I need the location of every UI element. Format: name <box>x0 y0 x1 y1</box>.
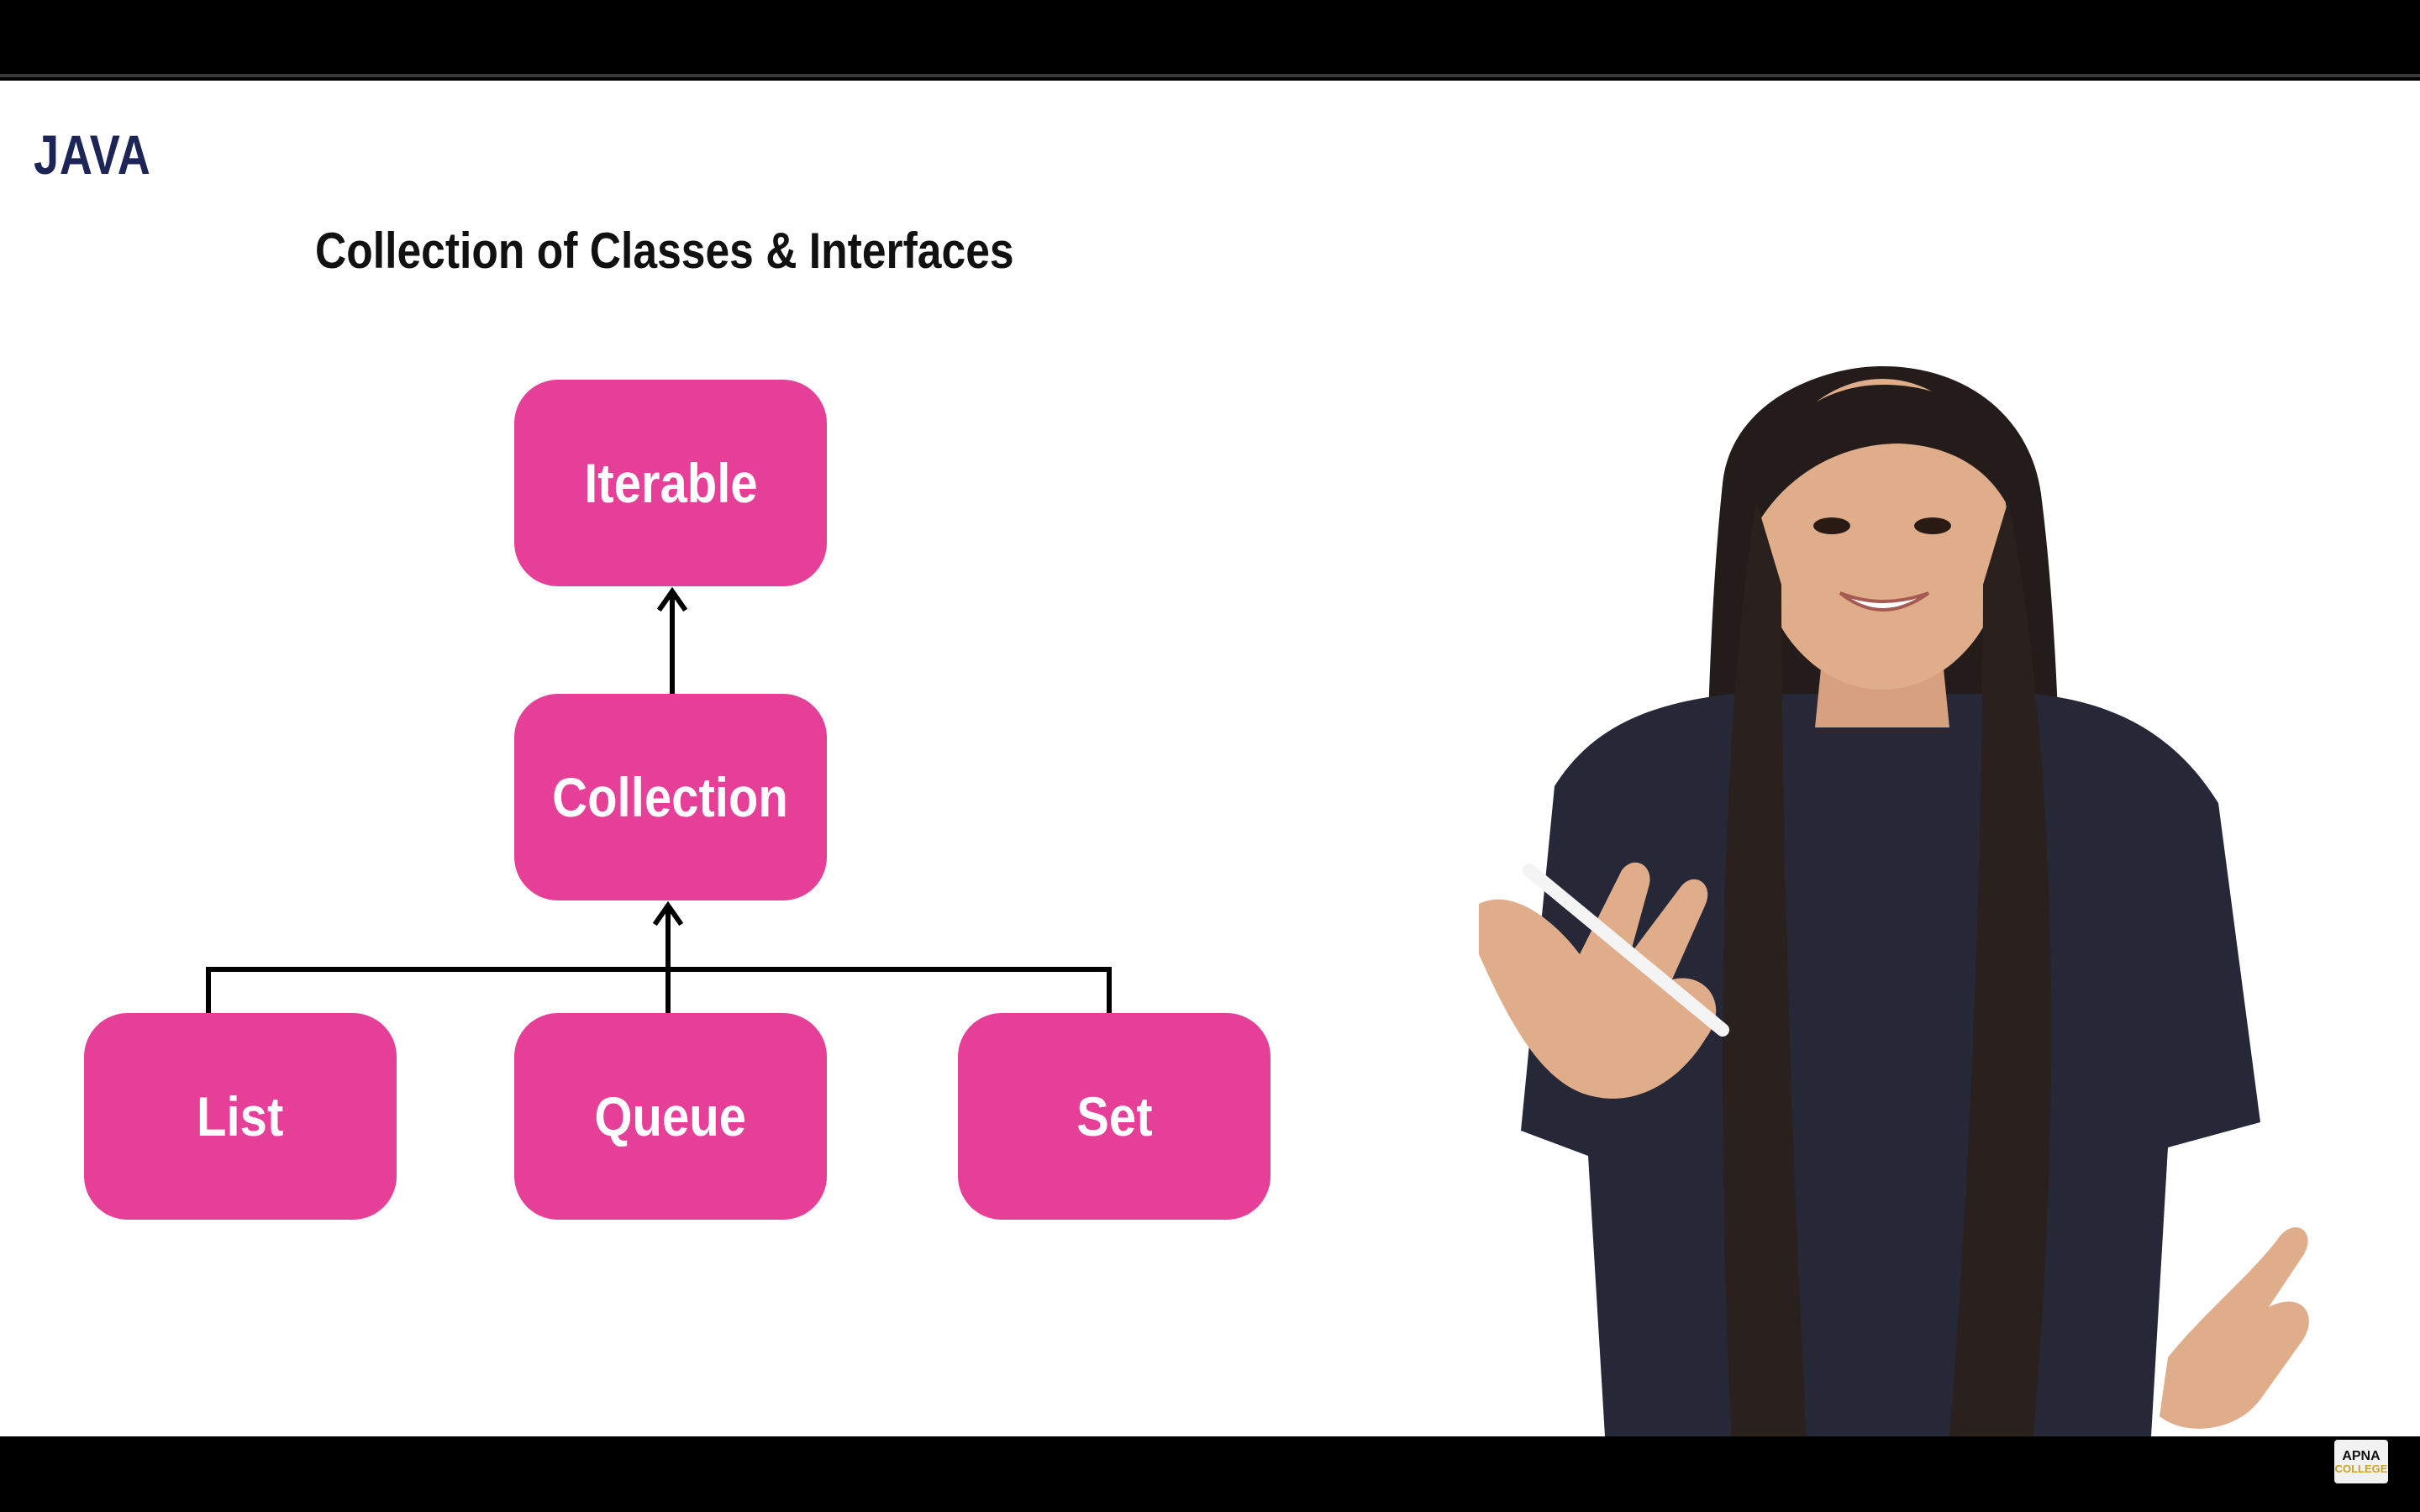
presenter-right-hand <box>2160 1227 2309 1429</box>
presenter-smile <box>1839 591 1930 612</box>
presenter-hair-left <box>1723 501 1807 1436</box>
presenter-hair-right <box>1949 501 2052 1436</box>
presenter-eye-right <box>1914 517 1951 534</box>
slide-brand-label: JAVA <box>34 123 151 186</box>
node-list-label: List <box>197 1085 284 1147</box>
logo-line-1: APNA <box>2342 1448 2381 1463</box>
presenter-left-hand <box>1479 862 1717 1099</box>
node-iterable-label: Iterable <box>583 452 758 514</box>
video-letterbox-bottom <box>0 1436 2420 1512</box>
node-set: Set <box>958 1013 1270 1220</box>
video-letterbox-top <box>0 0 2420 77</box>
presenter-pen <box>1523 864 1729 1037</box>
arrowhead-iterable <box>656 586 688 612</box>
slide-title: Collection of Classes & Interfaces <box>315 223 1014 279</box>
logo-line-2: COLLEGE <box>2334 1462 2388 1475</box>
diagram-connectors <box>206 586 1112 1016</box>
presenter-figure <box>1479 366 2309 1436</box>
presenter-eye-left <box>1813 517 1850 534</box>
arrowhead-collection <box>652 900 684 927</box>
node-queue-label: Queue <box>594 1085 747 1147</box>
node-list: List <box>84 1013 397 1220</box>
channel-logo-watermark: APNA COLLEGE <box>2334 1440 2388 1483</box>
node-set-label: Set <box>1076 1085 1153 1147</box>
node-queue: Queue <box>514 1013 827 1220</box>
lecture-slide: JAVA Collection of Classes & Interfaces … <box>0 81 2420 1436</box>
node-collection: Collection <box>514 694 827 900</box>
presenter-hair-front <box>1751 384 2022 543</box>
node-collection-label: Collection <box>552 766 789 828</box>
presenter-tshirt <box>1521 694 2260 1436</box>
node-iterable: Iterable <box>514 380 827 586</box>
